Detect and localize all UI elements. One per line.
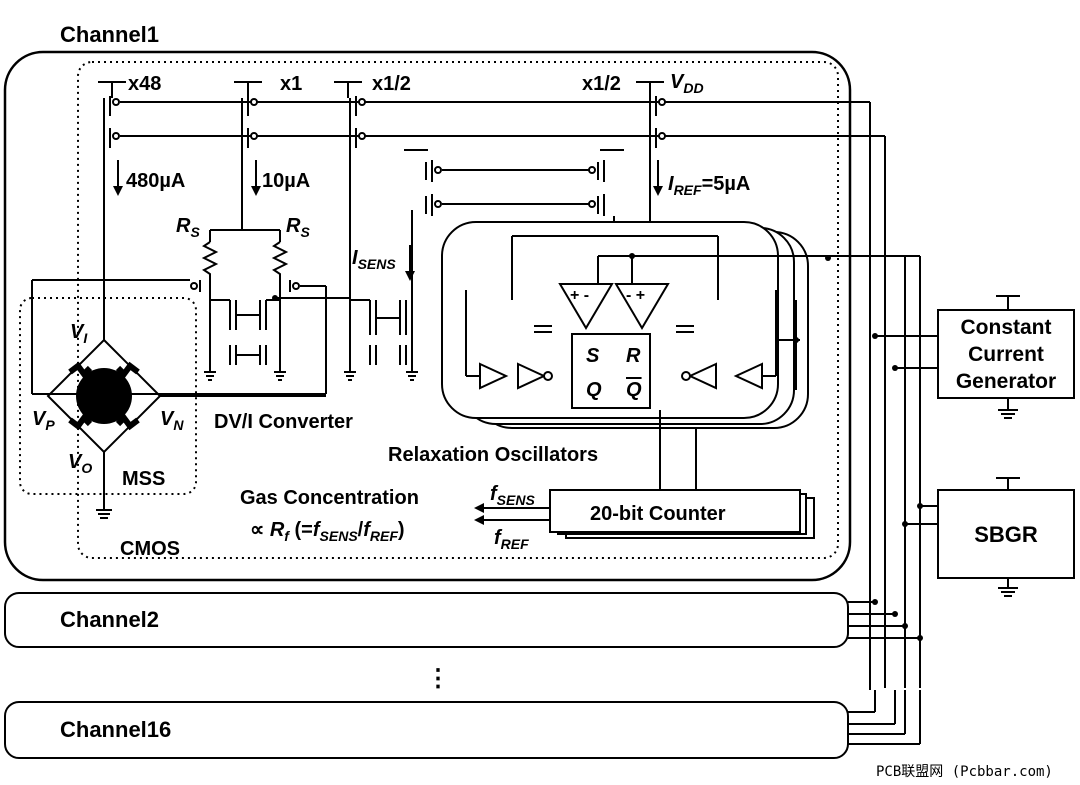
oscillators-title: Relaxation Oscillators [388, 444, 598, 466]
current-480-label: 480µA [126, 170, 185, 192]
channel-ellipsis: ⋮ [426, 665, 450, 692]
vn-label: VN [160, 408, 184, 433]
counter-block [474, 410, 815, 539]
vp-label: VP [32, 408, 55, 433]
gas-concentration-line2: ∝ Rf (=fSENS/fREF) [250, 519, 405, 544]
sbgr-block [937, 477, 1075, 597]
rs-left-label: RS [176, 215, 200, 240]
reference-mirror [404, 149, 624, 239]
channel16-title: Channel16 [60, 717, 171, 742]
counter-box [549, 489, 801, 533]
latch-qbar: Q [626, 379, 642, 401]
channel16-frame [4, 701, 849, 759]
relaxation-oscillators: + - - + [441, 221, 831, 429]
vo-label: VO [68, 451, 92, 476]
cmos-region [77, 61, 839, 559]
mult-x48-label: x48 [128, 73, 161, 95]
mult-half-b-label: x1/2 [582, 73, 621, 95]
ccg-line2: Current [968, 343, 1044, 366]
svg-text:- +: - + [626, 287, 645, 304]
current-10-label: 10µA [262, 170, 310, 192]
dvi-converter-title: DV/I Converter [214, 411, 353, 433]
mult-half-a-label: x1/2 [372, 73, 411, 95]
mss-bridge [31, 280, 326, 519]
sr-latch [571, 333, 651, 409]
vdd-label: VDD [670, 71, 704, 96]
current-mirrors [98, 81, 885, 300]
comparator-left [558, 283, 614, 330]
svg-text:+ -: + - [570, 287, 589, 304]
bias-bus [828, 102, 938, 745]
channel2-title: Channel2 [60, 607, 159, 632]
cmos-label: CMOS [120, 538, 180, 560]
sensor-disc [76, 368, 132, 424]
latch-r: R [626, 345, 641, 367]
latch-s: S [586, 345, 600, 367]
ccg-line1: Constant [961, 316, 1052, 339]
mult-x1-label: x1 [280, 73, 302, 95]
isens-label: ISENS [352, 247, 396, 272]
comparator-right [614, 283, 670, 330]
gas-concentration-line1: Gas Concentration [240, 487, 419, 509]
isens-mirror [344, 210, 418, 381]
constant-current-generator [937, 295, 1075, 419]
vi-label: VI [70, 321, 88, 346]
latch-q: Q [586, 379, 602, 401]
fref-label: fREF [494, 527, 529, 552]
rs-right-label: RS [286, 215, 310, 240]
mss-region [19, 297, 197, 495]
sbgr-label: SBGR [974, 522, 1038, 547]
counter-label: 20-bit Counter [590, 503, 726, 525]
channel2-frame [4, 592, 849, 648]
fsens-label: fSENS [490, 483, 535, 508]
channel1-title: Channel1 [60, 22, 159, 47]
channel1-frame [3, 50, 852, 582]
iref-label: IREF=5µA [668, 173, 750, 198]
mss-label: MSS [122, 468, 165, 490]
ccg-line3: Generator [956, 370, 1056, 393]
dvi-converter [32, 229, 350, 395]
watermark: PCB联盟网 (Pcbbar.com) [876, 764, 1053, 780]
